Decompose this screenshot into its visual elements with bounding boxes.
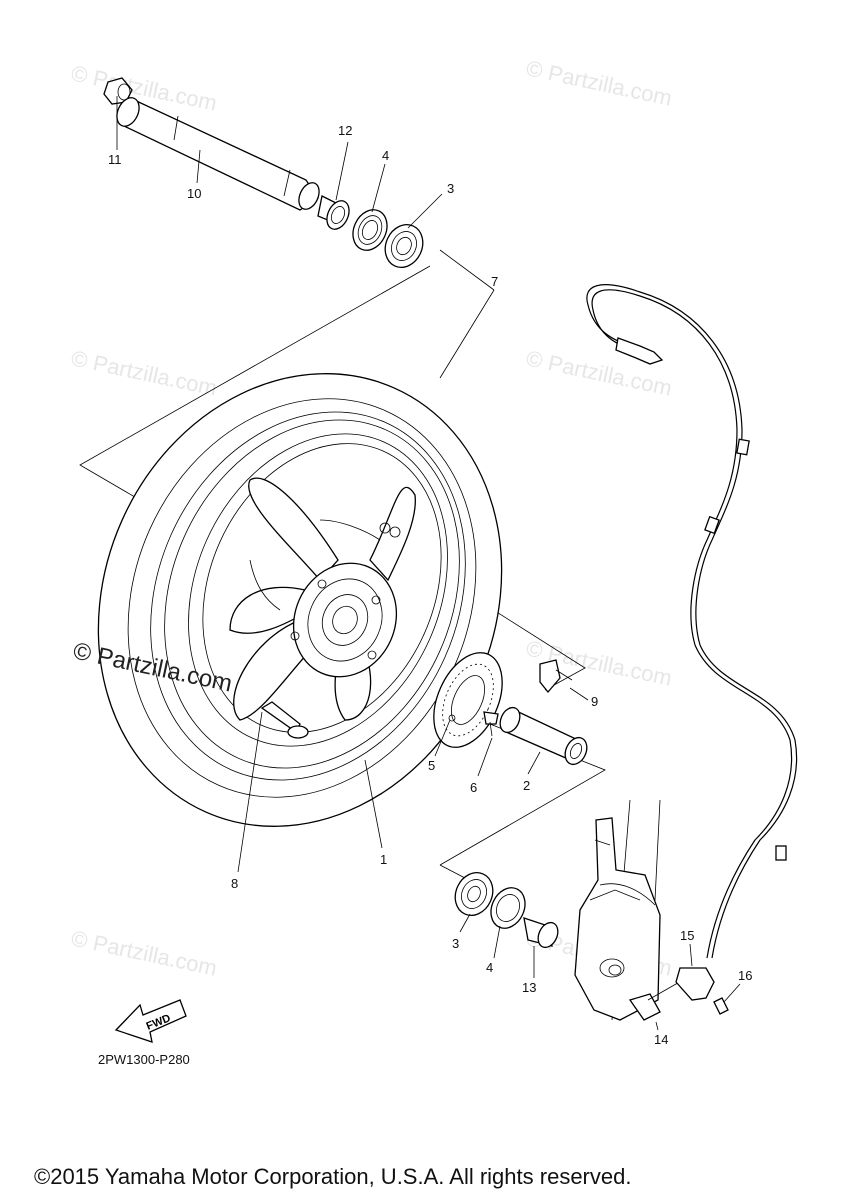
callout-15: 15 bbox=[680, 928, 694, 943]
watermark-mid-left: © Partzilla.com bbox=[69, 345, 219, 400]
part-10-axle bbox=[116, 97, 320, 211]
axle-assembly bbox=[103, 77, 443, 268]
callout-4-bottom: 4 bbox=[486, 960, 493, 975]
part-4-seal-bottom bbox=[490, 887, 526, 959]
part-16-bolt bbox=[713, 997, 729, 1015]
part-9-clip bbox=[539, 659, 589, 701]
part-4-seal-top bbox=[352, 209, 388, 251]
callout-8: 8 bbox=[231, 876, 238, 891]
callout-3-top: 3 bbox=[447, 181, 454, 196]
fwd-arrow-icon: FWD bbox=[114, 999, 187, 1043]
callout-3-bottom: 3 bbox=[452, 936, 459, 951]
callout-11: 11 bbox=[108, 152, 122, 167]
part-2-collar bbox=[499, 706, 588, 775]
watermark-top-right: © Partzilla.com bbox=[524, 55, 674, 110]
callout-16: 16 bbox=[738, 968, 752, 983]
part-6-screw bbox=[477, 711, 499, 777]
wheel-sensor-cable bbox=[586, 284, 798, 1015]
callout-14: 14 bbox=[654, 1032, 668, 1047]
callout-12: 12 bbox=[338, 123, 352, 138]
part-12-collar bbox=[317, 195, 350, 230]
callout-9: 9 bbox=[591, 694, 598, 709]
fork-lower bbox=[574, 799, 661, 1021]
part-15-sensor bbox=[675, 967, 715, 1001]
callout-4-top: 4 bbox=[382, 148, 389, 163]
part-8-valve bbox=[237, 701, 309, 873]
copyright-notice: ©2015 Yamaha Motor Corporation, U.S.A. A… bbox=[34, 1164, 631, 1189]
part-3-bearing-bottom bbox=[454, 872, 494, 933]
diagram-code: 2PW1300-P280 bbox=[98, 1052, 190, 1067]
callout-2: 2 bbox=[523, 778, 530, 793]
callout-10: 10 bbox=[187, 186, 201, 201]
wheel-assembly bbox=[97, 249, 503, 873]
lower-hardware bbox=[454, 872, 559, 978]
part-1-rim bbox=[150, 411, 466, 781]
callout-5: 5 bbox=[428, 758, 435, 773]
callout-7: 7 bbox=[491, 274, 498, 289]
watermark-bottom-left: © Partzilla.com bbox=[69, 925, 219, 980]
callout-13: 13 bbox=[522, 980, 536, 995]
callout-6: 6 bbox=[470, 780, 477, 795]
callout-labels: 11 10 12 4 3 7 9 5 6 2 1 8 3 4 13 15 16 … bbox=[108, 123, 752, 1047]
part-13-collar bbox=[523, 917, 559, 978]
part-3-bearing-top bbox=[384, 224, 424, 268]
part-5-sensor-rotor bbox=[433, 652, 503, 757]
callout-1: 1 bbox=[380, 852, 387, 867]
